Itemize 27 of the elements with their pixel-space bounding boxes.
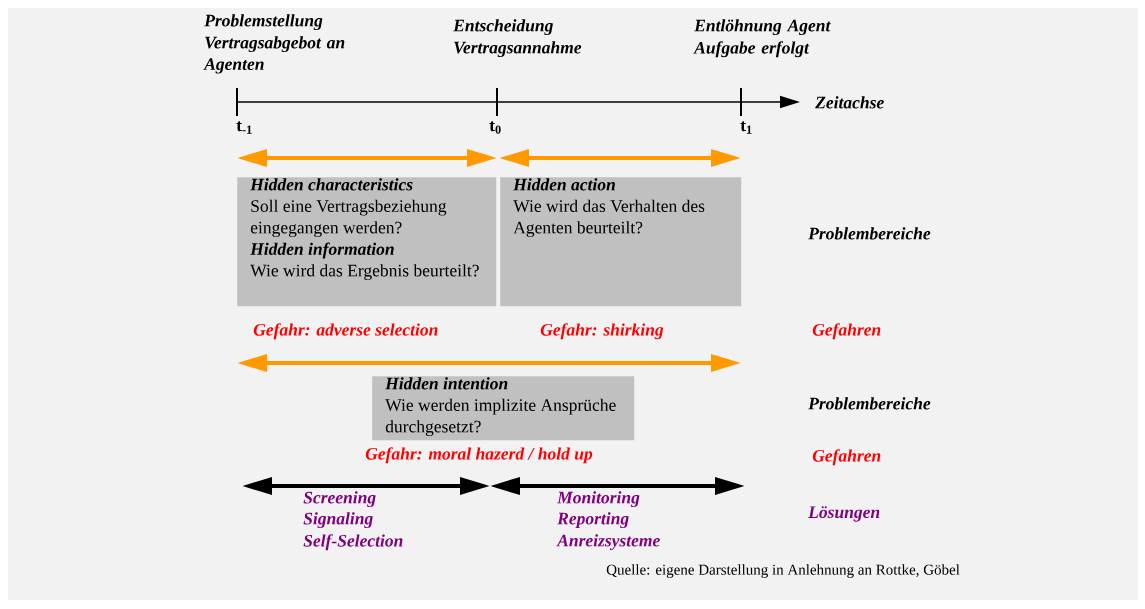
source-note: Quelle: eigene Darstellung in Anlehnung an Rottke, Göbel <box>606 564 960 578</box>
tick-label: t$_{0}$ <box>489 121 501 134</box>
event-label: Problemstellung <box>204 14 323 31</box>
event-label: Entscheidung <box>453 19 553 36</box>
row-label: Gefahren <box>812 449 881 466</box>
axis-label: Zeitachse <box>815 96 884 109</box>
tick-label: t$_{-1}$ <box>236 121 252 134</box>
risk-label: Gefahr: adverse selection <box>253 323 438 340</box>
event-label: Vertragsannahme <box>454 41 582 58</box>
event-label: Entlöhnung Agent <box>694 19 831 36</box>
solution-label: Signaling <box>303 512 373 529</box>
event-label: Vertragsabgebot an Agenten <box>203 36 345 74</box>
problem-box: Hidden characteristics Soll eine Vertragsbeziehung eingegangen werden? Hidden information Wie wird das Ergebnis beurteilt? <box>237 177 497 307</box>
solution-label: Anreizsysteme <box>556 534 660 551</box>
row-label: Lösungen <box>808 506 880 522</box>
row-label: Problembereiche <box>808 227 931 240</box>
solution-label: Reporting <box>557 512 629 529</box>
risk-label: Gefahr: shirking <box>540 323 664 340</box>
solution-label: Monitoring <box>556 491 640 508</box>
event-label: Aufgabe erfolgt <box>693 41 810 58</box>
row-label: Gefahren <box>812 323 881 340</box>
problem-box: Hidden action Wie wird das Verhalten des Agenten beurteilt? <box>500 177 742 307</box>
tick-label: t$_{1}$ <box>740 121 752 134</box>
row-label: Problembereiche <box>808 397 931 410</box>
problem-box: Hidden intention Wie werden implizite Ansprüche durchgesetzt? <box>372 376 635 441</box>
solution-label: Self-Selection <box>303 534 403 551</box>
solution-label: Screening <box>303 491 376 508</box>
